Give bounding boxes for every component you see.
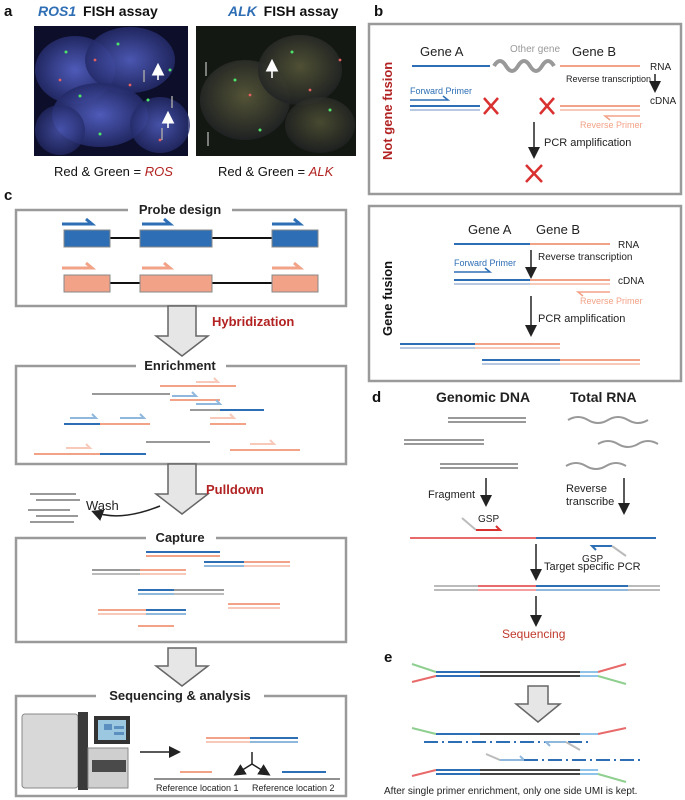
rna-label: RNA [650,62,671,73]
fragment-label: Fragment [428,489,475,501]
umi-bottom-molecule [411,753,640,783]
pcr-amplification-label: PCR amplification [544,137,631,149]
gene-a-2-label: Gene A [468,222,512,237]
sequencer-machine-icon [21,712,130,790]
gsp-reverse-arrow [589,545,612,551]
capture-box: Capture [14,530,348,644]
panel-label-a: a [4,3,13,20]
umi-middle-molecule [411,727,627,751]
reverse-transcription-label: Reverse transcription [566,74,651,84]
cdna-label: cDNA [650,96,676,107]
cross-icon-1 [483,97,499,115]
wash-reads [28,493,80,523]
genomic-dna-label: Genomic DNA [436,389,530,405]
pulldown-label: Pulldown [206,482,264,497]
block-arrow-hybridization [153,305,211,357]
gsp-forward-arrow [476,525,503,531]
reverse-transcription-2-label: Reverse transcription [538,252,632,263]
probe-design-box: Probe design [14,202,348,308]
reverse-transcribe-label-2: transcribe [566,496,614,508]
total-rna-label: Total RNA [570,389,637,405]
forward-primer-2-label: Forward Primer [454,258,516,268]
cross-icon-3 [525,164,543,183]
forward-primer-label: Forward Primer [410,86,472,96]
sequencing-label: Sequencing [502,627,565,641]
reverse-primer-2-label: Reverse Primer [580,296,643,306]
rna-2-label: RNA [618,240,639,251]
pcr-product [434,585,660,591]
not-fusion-label: Not gene fusion [380,62,395,160]
panel-e-caption: After single primer enrichment, only one… [384,786,637,797]
umi-top-molecule [411,663,627,685]
gene-b-2-label: Gene B [536,222,580,237]
panel-label-e: e [384,649,392,666]
enrichment-box: Enrichment [14,358,348,466]
reference-location-2-label: Reference location 2 [252,783,335,793]
wash-label: Wash [86,498,119,513]
wash-arrow [91,505,161,521]
ros1-fish-image [34,26,190,156]
target-specific-pcr-label: Target specific PCR [544,561,641,573]
capture-label: Capture [155,530,204,545]
alk-title-gene: ALK [227,3,258,19]
gsp-label-1: GSP [478,514,499,525]
total-rna-strands [565,416,659,470]
gene-b-label: Gene B [572,44,616,59]
enrichment-label: Enrichment [144,358,216,373]
alk-title: ALK FISH assay [227,3,339,19]
other-gene-label: Other gene [510,44,560,55]
pcr-amplification-2-label: PCR amplification [538,313,625,325]
genomic-dna-fragments [404,417,526,469]
ros1-title-rest: FISH assay [83,3,158,19]
reverse-primer-label: Reverse Primer [580,120,643,130]
probe-design-label: Probe design [139,202,221,217]
reverse-transcribe-label-1: Reverse [566,483,607,495]
sequencing-analysis-label: Sequencing & analysis [109,688,251,703]
panel-label-c: c [4,187,12,204]
block-arrow-e [513,685,563,723]
alk-caption: Red & Green = ALK [218,164,335,179]
block-arrow-sequencing [153,647,211,687]
sequencing-analysis-box: Sequencing & analysis Reference location… [14,688,348,798]
reference-location-1-label: Reference location 1 [156,783,239,793]
ros1-title: ROS1 FISH assay [38,3,158,19]
cross-icon-2 [539,97,555,115]
gene-a-label: Gene A [420,44,464,59]
fusion-label: Gene fusion [380,261,395,336]
panel-label-b: b [374,3,383,20]
cdna-2-label: cDNA [618,276,644,287]
hybridization-label: Hybridization [212,314,294,329]
panel-label-d: d [372,389,381,406]
alk-title-rest: FISH assay [264,3,339,19]
ros1-caption: Red & Green = ROS [54,164,173,179]
block-arrow-pulldown [153,463,211,515]
not-gene-fusion-box: Not gene fusion Gene A Other gene Gene B… [367,22,683,196]
gsp-label-2: GSP [582,554,603,565]
alk-fish-image [196,26,356,156]
gene-fusion-box: Gene fusion Gene A Gene B RNA Reverse tr… [367,204,683,383]
ros1-title-gene: ROS1 [38,3,76,19]
